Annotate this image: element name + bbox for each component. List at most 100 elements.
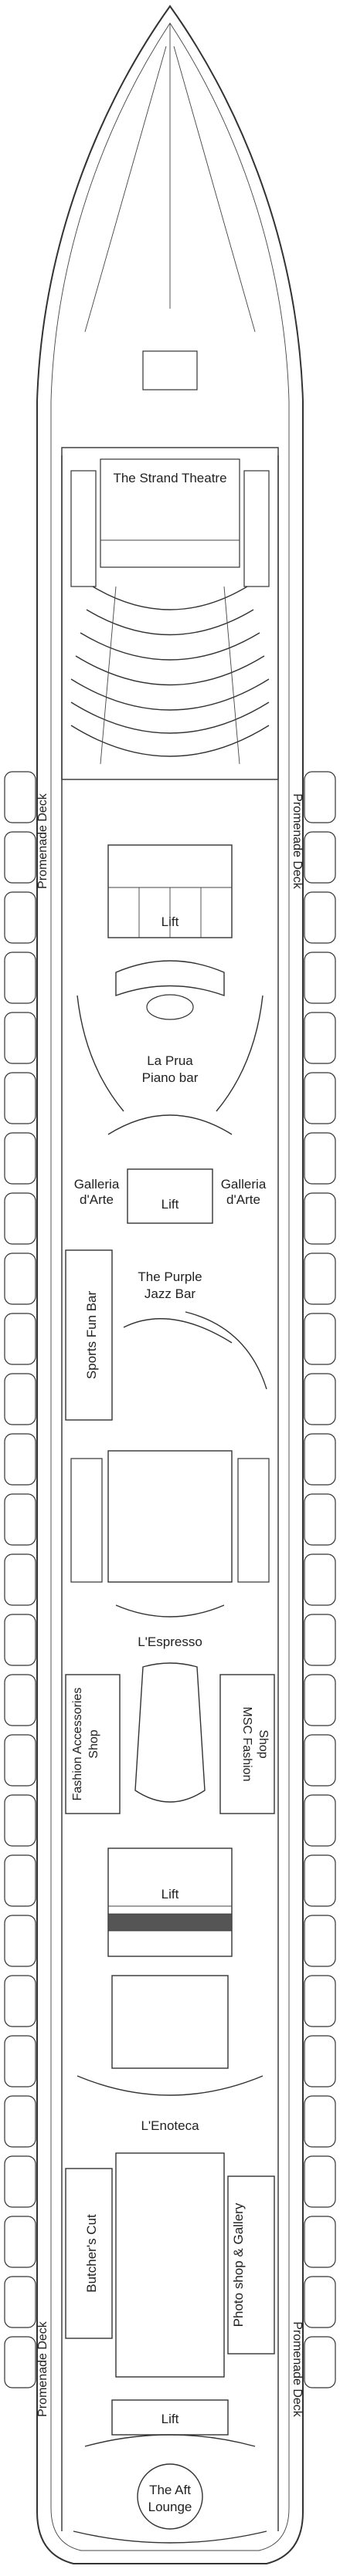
lifeboat-left-0: [4, 771, 36, 823]
msc-fashion-label-1: MSC Fashion: [240, 1707, 253, 1782]
promenade-deck-label-bottom-right: Promenade Deck: [291, 2321, 304, 2418]
galleria-right-label-2: d'Arte: [226, 1192, 260, 1207]
theatre-seating-7: [70, 725, 270, 757]
lifeboat-right-20: [304, 1975, 336, 2027]
lift-4-label: Lift: [162, 2412, 179, 2426]
lifeboat-left-13: [4, 1553, 36, 1606]
lifeboat-right-6: [304, 1132, 336, 1185]
lifeboat-right-2: [304, 891, 336, 944]
purple-jazz-label-1: The Purple: [138, 1269, 202, 1284]
lifeboat-right-10: [304, 1373, 336, 1425]
lifeboat-right-23: [304, 2155, 336, 2208]
lifeboat-left-21: [4, 2035, 36, 2088]
lift-3-hatch: [107, 1913, 233, 1932]
strand-theatre-label: The Strand Theatre: [113, 471, 226, 485]
lift-2-label: Lift: [162, 1197, 179, 1212]
aft-lounge-arc-2: [73, 2530, 267, 2544]
aft-lounge-label-2: Lounge: [148, 2500, 192, 2514]
purple-jazz-counter: [123, 1318, 233, 1344]
theatre-seating-4: [75, 655, 265, 686]
aft-lounge-arc-1: [84, 2434, 256, 2447]
lifeboat-right-4: [304, 1012, 336, 1064]
lifeboat-left-15: [4, 1674, 36, 1726]
lifeboat-right-16: [304, 1734, 336, 1787]
lifeboat-right-7: [304, 1192, 336, 1245]
lift-3-frame: [107, 1847, 233, 1957]
espresso-seating-arc: [115, 1604, 225, 1618]
theatre-stage: [100, 458, 240, 568]
galleria-left-label-1: Galleria: [74, 1177, 120, 1192]
lifeboat-right-25: [304, 2276, 336, 2328]
la-prua-seating-right: [216, 995, 264, 1112]
central-promenade-shape: [134, 1662, 206, 1803]
lifeboat-left-12: [4, 1493, 36, 1546]
bow-line-left: [84, 46, 167, 333]
lifeboat-left-26: [4, 2336, 36, 2388]
theatre-seating-5: [70, 678, 270, 711]
lifeboat-right-13: [304, 1553, 336, 1606]
lifeboat-left-4: [4, 1012, 36, 1064]
promenade-deck-label-top-left: Promenade Deck: [36, 793, 49, 889]
purple-jazz-area: Sports Fun Bar The Purple Jazz Bar: [65, 1249, 267, 1421]
central-hall: [115, 2152, 225, 2378]
hull-inner-outline: [50, 22, 290, 2551]
theatre-seating-3: [80, 632, 260, 661]
lifeboat-left-7: [4, 1192, 36, 1245]
fashion-accessories-frame: [65, 1674, 121, 1814]
fashion-accessories-label-1: Fashion Accessories: [71, 1688, 84, 1801]
fashion-shops: Fashion Accessories Shop MSC Fashion Sho…: [65, 1662, 275, 1814]
lifeboat-left-10: [4, 1373, 36, 1425]
lifeboat-left-23: [4, 2155, 36, 2208]
enoteca-seating: [76, 2075, 264, 2096]
lifeboat-right-9: [304, 1313, 336, 1365]
lifeboat-left-6: [4, 1132, 36, 1185]
lift-2-frame: [127, 1168, 213, 1224]
lifeboat-right-26: [304, 2336, 336, 2388]
piano-bar-counter: [115, 960, 225, 996]
promenade-deck-label-bottom-left: Promenade Deck: [36, 2321, 49, 2417]
theatre-aisle-left: [100, 586, 117, 765]
espresso-side-right: [237, 1458, 270, 1583]
la-prua-seating-left: [76, 995, 124, 1112]
purple-jazz-label-2: Jazz Bar: [144, 1286, 196, 1301]
lifeboat-left-3: [4, 952, 36, 1004]
lifeboat-left-2: [4, 891, 36, 944]
lifeboat-left-14: [4, 1614, 36, 1666]
theatre-wing-left: [70, 470, 97, 587]
butchers-cut-frame: [65, 2168, 113, 2339]
espresso-area: L'Espresso: [70, 1450, 270, 1649]
strand-theatre-area: The Strand Theatre: [61, 447, 279, 780]
bow-structure: [142, 350, 198, 390]
la-prua-label-2: Piano bar: [142, 1070, 199, 1085]
theatre-aisle-right: [223, 586, 240, 765]
espresso-side-left: [70, 1458, 103, 1583]
lifeboat-right-19: [304, 1915, 336, 1967]
fashion-accessories-label-2: Shop: [87, 1729, 100, 1758]
lift-1-label: Lift: [162, 914, 179, 929]
lift-block-4: Lift: [111, 2399, 229, 2436]
lifeboat-right-21: [304, 2035, 336, 2088]
lifeboat-left-18: [4, 1854, 36, 1907]
hull-outline: [36, 5, 304, 2564]
lifeboat-left-20: [4, 1975, 36, 2027]
lifeboat-left-25: [4, 2276, 36, 2328]
la-prua-arc: [107, 1114, 233, 1135]
butchers-cut-label: Butcher's Cut: [84, 2214, 99, 2293]
lifeboat-right-12: [304, 1493, 336, 1546]
purple-jazz-seating: [185, 1311, 267, 1390]
lifeboat-right-11: [304, 1433, 336, 1486]
enoteca-label: L'Enoteca: [141, 2118, 199, 2133]
lifeboat-right-18: [304, 1854, 336, 1907]
la-prua-area: La Prua Piano bar: [76, 960, 264, 1135]
piano: [146, 994, 194, 1020]
lifeboat-left-11: [4, 1433, 36, 1486]
sports-fun-bar-label: Sports Fun Bar: [84, 1290, 99, 1379]
msc-fashion-frame: [219, 1674, 275, 1814]
lifeboat-left-9: [4, 1313, 36, 1365]
lifeboat-left-8: [4, 1253, 36, 1305]
theatre-seating-1: [92, 586, 248, 610]
lifeboats: [4, 771, 336, 2388]
enoteca-frame: [111, 1975, 229, 2069]
theatre-seating-2: [86, 609, 254, 636]
lifeboat-right-5: [304, 1072, 336, 1124]
